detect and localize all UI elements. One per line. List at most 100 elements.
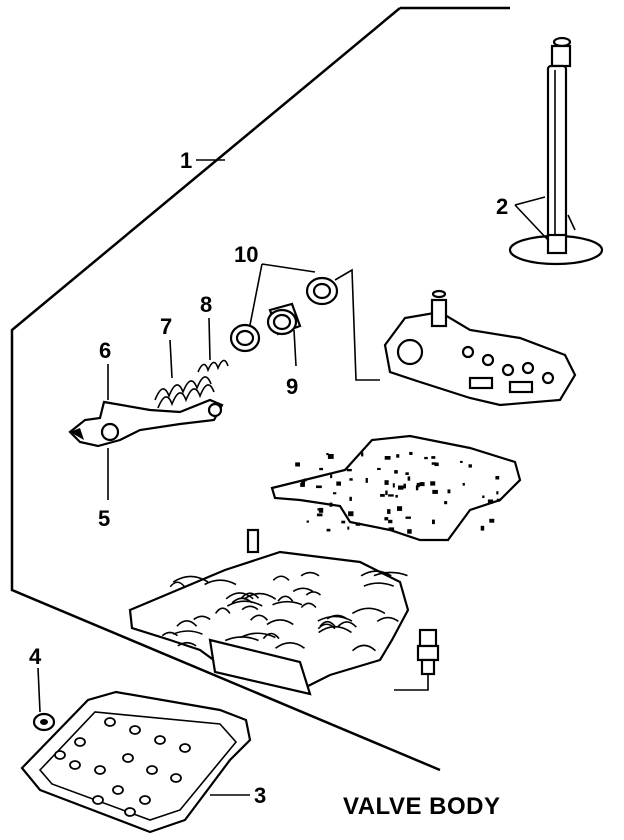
body-channel	[177, 641, 197, 647]
body-channel	[275, 642, 305, 649]
plate-hole	[409, 451, 413, 455]
plate-hole	[395, 494, 398, 498]
plate-hole	[316, 513, 323, 517]
plate-hole	[415, 485, 419, 491]
callout-6-label: 6	[99, 338, 111, 363]
plate-hole	[489, 518, 495, 523]
plate-hole	[384, 456, 391, 460]
callout-10-label: 10	[234, 242, 258, 267]
plate-hole	[403, 483, 406, 489]
body-channel	[243, 592, 277, 600]
pan-hole	[69, 760, 81, 770]
body-channel	[376, 616, 399, 623]
gasket-pin	[246, 528, 260, 554]
callout-2: 2	[496, 194, 549, 241]
body-channel	[292, 587, 314, 593]
body-channel	[249, 614, 269, 621]
pan-hole	[104, 717, 116, 727]
plate-hole	[432, 489, 438, 494]
plate-hole	[355, 522, 361, 526]
plate-hole	[468, 464, 472, 468]
plate-hole	[482, 495, 485, 498]
plate-hole	[349, 478, 353, 481]
plate-hole	[346, 468, 352, 472]
plate-hole	[405, 516, 411, 519]
plate-hole	[447, 489, 451, 494]
plate-hole	[349, 496, 352, 501]
part-3-oil-pan	[20, 690, 252, 834]
plate-hole	[388, 527, 395, 531]
body-channel	[351, 607, 386, 615]
pan-hole	[154, 735, 166, 745]
body-channel	[272, 600, 303, 606]
plate-hole	[462, 483, 465, 486]
pan-hole	[124, 807, 136, 817]
pan-hole	[129, 725, 141, 735]
pan-hole	[179, 743, 191, 753]
plate-hole	[419, 482, 425, 487]
callout-10: 10	[234, 242, 380, 381]
plate-hole	[316, 485, 322, 489]
body-channel	[272, 575, 290, 581]
plate-hole	[300, 483, 305, 487]
plate-hole	[318, 507, 324, 513]
body-channel	[305, 591, 322, 596]
plate-hole	[480, 525, 485, 531]
plate-hole	[487, 499, 494, 504]
body-channel	[277, 595, 294, 602]
body-channel	[231, 597, 253, 604]
body-channel	[318, 625, 352, 634]
plate-hole	[365, 478, 368, 483]
pan-hole	[146, 765, 158, 775]
part-6-detent-lever	[68, 398, 224, 448]
body-channel	[262, 632, 280, 640]
plate-hole	[326, 528, 331, 532]
plate-hole	[405, 472, 409, 475]
assembly-boundary-line	[10, 6, 510, 772]
plate-hole	[496, 491, 499, 495]
pan-hole	[139, 795, 151, 805]
plate-hole	[347, 526, 350, 530]
body-channel	[172, 575, 209, 583]
body-channel	[373, 571, 408, 577]
plate-hole	[341, 520, 346, 524]
plate-hole	[407, 529, 412, 534]
callout-5: 5	[98, 448, 110, 531]
upper-valve-body	[383, 289, 577, 407]
plate-hole	[330, 474, 333, 479]
body-channel	[363, 582, 394, 587]
body-channel	[266, 619, 294, 626]
callout-3-label: 3	[254, 783, 266, 808]
body-channel	[319, 620, 336, 627]
plate-hole	[326, 453, 329, 456]
plate-hole	[392, 483, 395, 488]
pan-hole	[94, 765, 106, 775]
part-7-spring: 7	[154, 314, 215, 409]
plate-hole	[388, 494, 394, 497]
body-channel	[351, 644, 377, 652]
part-9-sleeve	[266, 302, 302, 336]
callout-9: 9	[286, 329, 298, 399]
callout-8-label: 8	[200, 292, 212, 317]
plate-hole	[430, 481, 436, 486]
plate-hole	[327, 454, 334, 459]
callout-2-label: 2	[496, 194, 508, 219]
body-channel	[240, 592, 260, 599]
body-channel	[326, 614, 348, 620]
plate-hole	[431, 462, 437, 465]
body-channel	[169, 581, 186, 588]
plate-hole	[329, 502, 333, 507]
lower-valve-body	[128, 550, 410, 696]
plate-hole	[460, 460, 463, 463]
plate-hole	[336, 481, 341, 486]
callout-7-label: 7	[160, 314, 172, 339]
part-10-seal-ring-b	[305, 276, 339, 306]
side-fitting	[394, 628, 440, 691]
callout-1-label: 1	[180, 148, 192, 173]
separator-plate	[270, 434, 522, 542]
plate-hole	[388, 519, 393, 524]
callout-1: 1	[180, 148, 225, 173]
part-8-spring: 8	[197, 292, 229, 373]
pan-hole	[112, 785, 124, 795]
plate-hole	[495, 476, 500, 480]
